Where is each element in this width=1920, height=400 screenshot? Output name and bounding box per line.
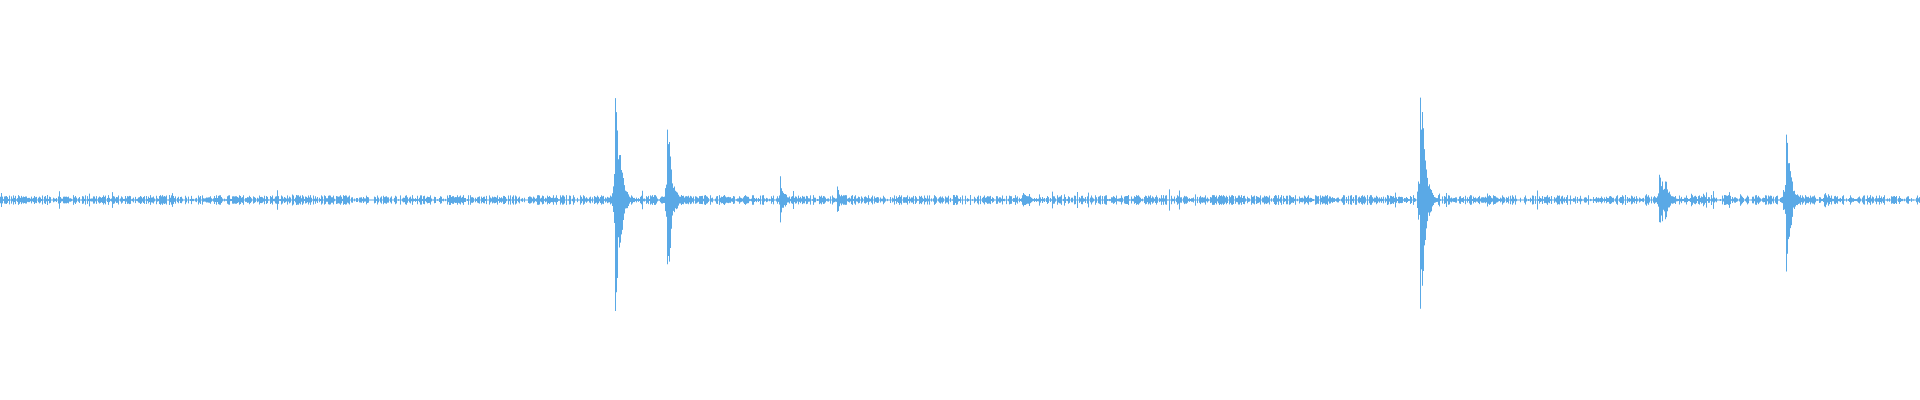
waveform-spike-1 bbox=[616, 155, 638, 248]
waveform-spike-13 bbox=[1821, 193, 1843, 208]
waveform-spikes bbox=[612, 97, 1843, 312]
waveform-spike-4 bbox=[777, 176, 799, 223]
waveform-spike-12 bbox=[1784, 170, 1806, 232]
waveform-spike-6 bbox=[1020, 193, 1042, 207]
waveform-spike-5 bbox=[834, 186, 856, 212]
waveform-spike-10 bbox=[1662, 181, 1684, 220]
waveform-spike-8 bbox=[1418, 135, 1440, 259]
waveform-spike-3 bbox=[665, 171, 687, 230]
